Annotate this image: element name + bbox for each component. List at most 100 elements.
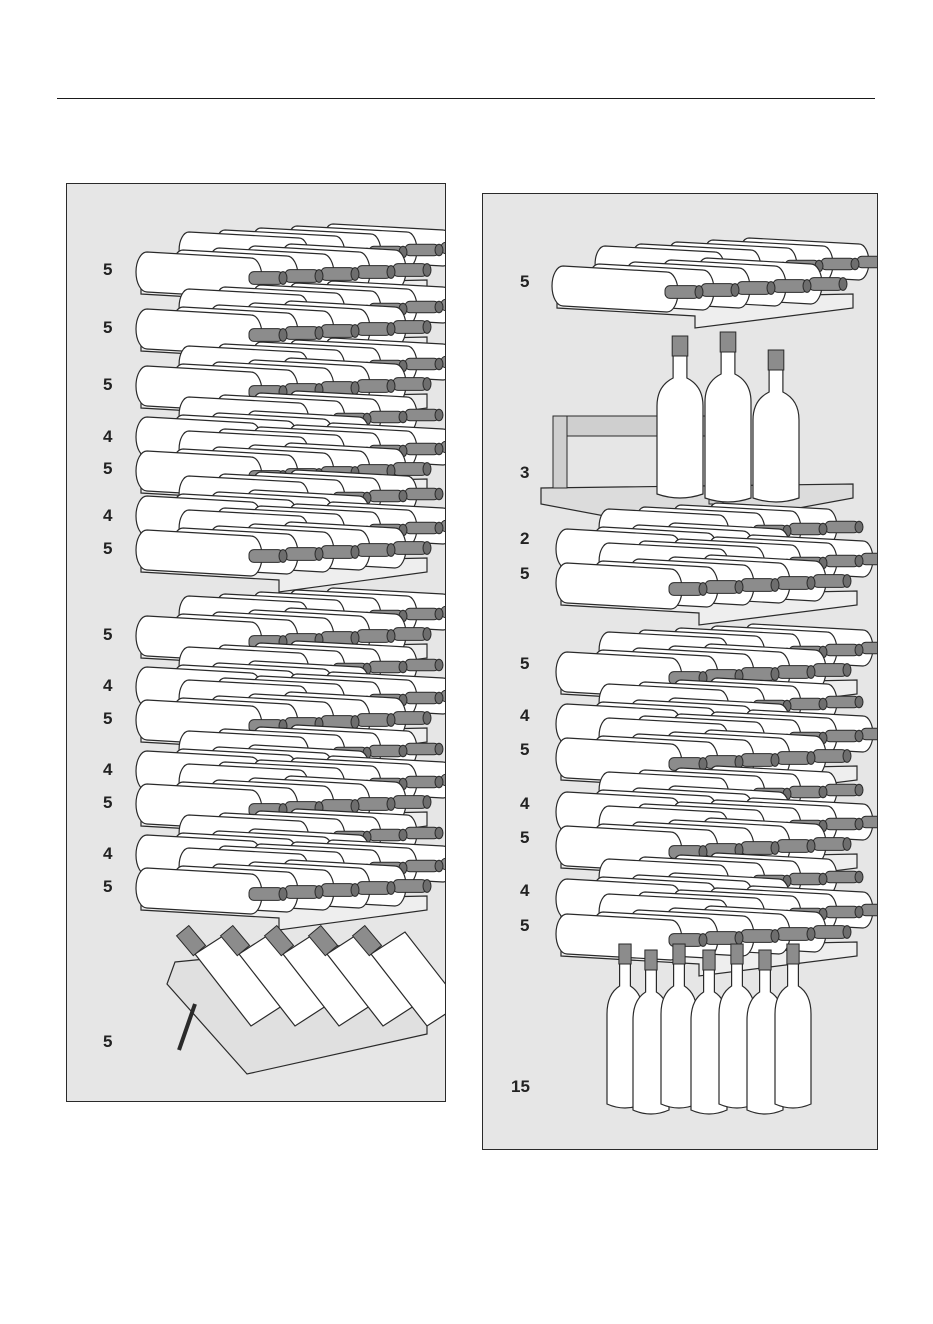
bottle-cork [843, 838, 851, 851]
bottle-cork [423, 542, 431, 555]
bottle-neck [861, 553, 877, 565]
bottle-cork [855, 906, 863, 918]
bottle-cork [855, 521, 863, 533]
bottle-neck [768, 350, 784, 370]
bottle-body [556, 563, 682, 609]
bottle-cork [279, 272, 287, 285]
bottle-neck [357, 544, 391, 557]
bottle-neck [857, 256, 877, 268]
bottle-cork [351, 325, 359, 338]
bottle-cork [435, 244, 443, 256]
bottle-neck [825, 696, 859, 708]
bottle-neck [405, 358, 439, 370]
bottle-neck [741, 668, 775, 681]
bottle-neck [789, 786, 823, 798]
bottle-count-label: 4 [103, 676, 112, 696]
bottle-neck [825, 555, 859, 567]
bottle-row [136, 840, 445, 930]
bottle-neck [825, 906, 859, 918]
bottle-neck [777, 577, 811, 590]
bottle-cork [855, 730, 863, 742]
bottle-cork [387, 380, 395, 393]
bottle-neck [619, 944, 631, 964]
bottle-cork [435, 443, 443, 455]
bottle-cork [399, 745, 407, 757]
bottle-count-label: 4 [103, 760, 112, 780]
bottle-cork [699, 583, 707, 596]
bottle-cork [435, 827, 443, 839]
bottle-cork [315, 548, 323, 561]
bottle-neck [393, 796, 427, 809]
bottle-cork [435, 659, 443, 671]
bottle-neck [789, 523, 823, 535]
bottle-neck [249, 888, 283, 901]
bottle-cork [279, 329, 287, 342]
right-shelf-stack [541, 238, 877, 1114]
bottle-cork [399, 829, 407, 841]
bottle-neck [813, 664, 847, 677]
bottle-neck [321, 268, 355, 281]
bottle-neck [405, 692, 439, 704]
bottle-count-label: 5 [103, 318, 112, 338]
bottle-cork [387, 798, 395, 811]
bottle-count-label: 5 [520, 654, 529, 674]
bottle-count-label: 5 [520, 740, 529, 760]
bottle-cork [839, 278, 847, 291]
bottle-count-label: 2 [520, 529, 529, 549]
bottle-neck [357, 380, 391, 393]
bottle-neck [789, 873, 823, 885]
bottle-cork [735, 932, 743, 945]
bottle-neck [405, 443, 439, 455]
bottle-count-label: 4 [103, 506, 112, 526]
bottle-neck [405, 488, 439, 500]
bottle-neck [741, 754, 775, 767]
left-shelving-illustration [67, 184, 445, 1101]
standing-bottle [657, 336, 703, 498]
bottle-cork [423, 463, 431, 476]
bottle-neck [705, 581, 739, 594]
bottle-neck [731, 944, 743, 964]
bottle-row [552, 238, 877, 328]
bottle-neck [357, 630, 391, 643]
bottle-cork [423, 378, 431, 391]
bottle-neck [393, 321, 427, 334]
bottle-neck [405, 522, 439, 534]
bottle-neck [737, 282, 771, 295]
bottle-neck [321, 325, 355, 338]
bottle-neck [861, 728, 877, 740]
bottle-cork [435, 522, 443, 534]
bottle-neck [825, 644, 859, 656]
bottle-count-label: 5 [103, 1032, 112, 1052]
bottle-cork [771, 930, 779, 943]
bottle-count-label: 4 [520, 881, 529, 901]
bottle-cork [399, 661, 407, 673]
bottle-count-label: 5 [103, 625, 112, 645]
bottle-cork [351, 382, 359, 395]
bottle-cork [351, 716, 359, 729]
bottle-cork [435, 409, 443, 421]
bottle-neck [813, 926, 847, 939]
bottle-neck [357, 798, 391, 811]
bottle-body [775, 962, 811, 1108]
bottle-cork [435, 776, 443, 788]
bottle-body [552, 266, 678, 312]
bottle-cork [423, 628, 431, 641]
bottle-cork [399, 411, 407, 423]
bottle-body [657, 354, 703, 498]
bottle-neck [813, 750, 847, 763]
bottle-neck [405, 608, 439, 620]
bottle-cork [435, 488, 443, 500]
bottle-neck [821, 258, 855, 270]
floor-bottles [607, 944, 811, 1114]
bottle-cork [771, 579, 779, 592]
bottle-count-label: 4 [103, 427, 112, 447]
bottle-count-label: 5 [520, 272, 529, 292]
bottle-cork [843, 664, 851, 677]
bottle-neck [357, 323, 391, 336]
bottle-cork [803, 280, 811, 293]
bottle-cork [855, 696, 863, 708]
bottle-neck [357, 882, 391, 895]
bottle-neck [825, 730, 859, 742]
bottle-cork [767, 282, 775, 295]
bottle-cork [855, 871, 863, 883]
